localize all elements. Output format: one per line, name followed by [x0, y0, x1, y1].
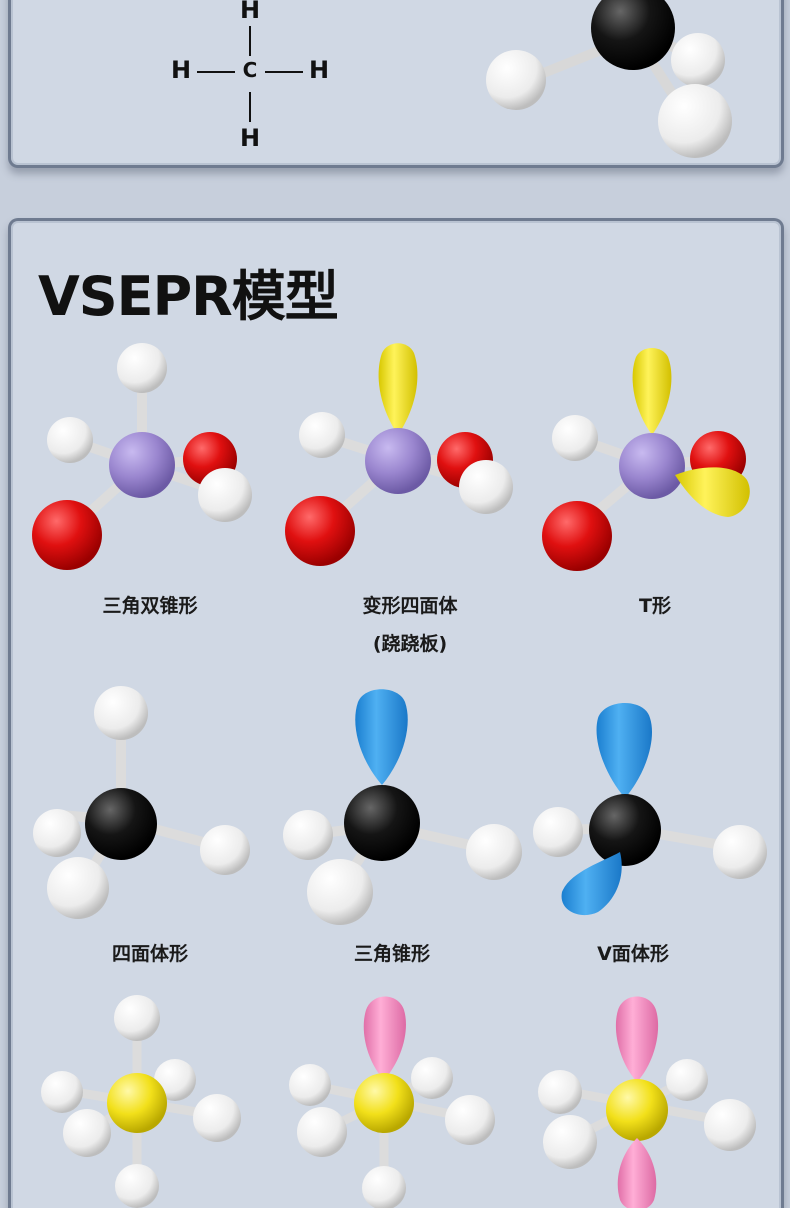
label-t-shaped: T形 — [639, 595, 671, 617]
square-planar-model — [538, 996, 756, 1208]
lewis-h-left: H — [170, 56, 192, 84]
lewis-h-bottom: H — [239, 124, 261, 152]
lewis-bond-bottom — [249, 92, 251, 122]
tetrahedral-model — [33, 686, 250, 919]
lewis-bond-right — [265, 71, 303, 73]
label-trigonal-bipyramidal: 三角双锥形 — [102, 595, 198, 617]
octahedral-model — [41, 995, 241, 1208]
label-seesaw: 变形四面体 — [362, 595, 458, 617]
square-pyramidal-model — [289, 996, 495, 1208]
lewis-bond-top — [249, 26, 251, 56]
v-shaped-model — [533, 703, 767, 916]
seesaw-model — [285, 343, 513, 566]
lewis-center-c: C — [242, 58, 258, 82]
label-tetrahedral: 四面体形 — [111, 943, 188, 965]
lewis-structure: H H C H H — [161, 0, 341, 160]
lewis-h-top: H — [239, 0, 261, 24]
label-trigonal-pyramidal: 三角锥形 — [353, 943, 430, 965]
trigonal-pyramidal-model — [283, 689, 522, 925]
trigonal-bipyramidal-model — [32, 343, 252, 570]
methane-panel: H H C H H — [8, 0, 784, 168]
t-shaped-model — [542, 348, 750, 571]
lewis-h-right: H — [308, 56, 330, 84]
label-v-shaped: V面体形 — [597, 943, 669, 965]
section-title: VSEPR模型 — [38, 265, 339, 328]
sublabel-seesaw: (跷跷板) — [372, 633, 448, 655]
methane-model-image — [486, 0, 732, 158]
lewis-bond-left — [197, 71, 235, 73]
